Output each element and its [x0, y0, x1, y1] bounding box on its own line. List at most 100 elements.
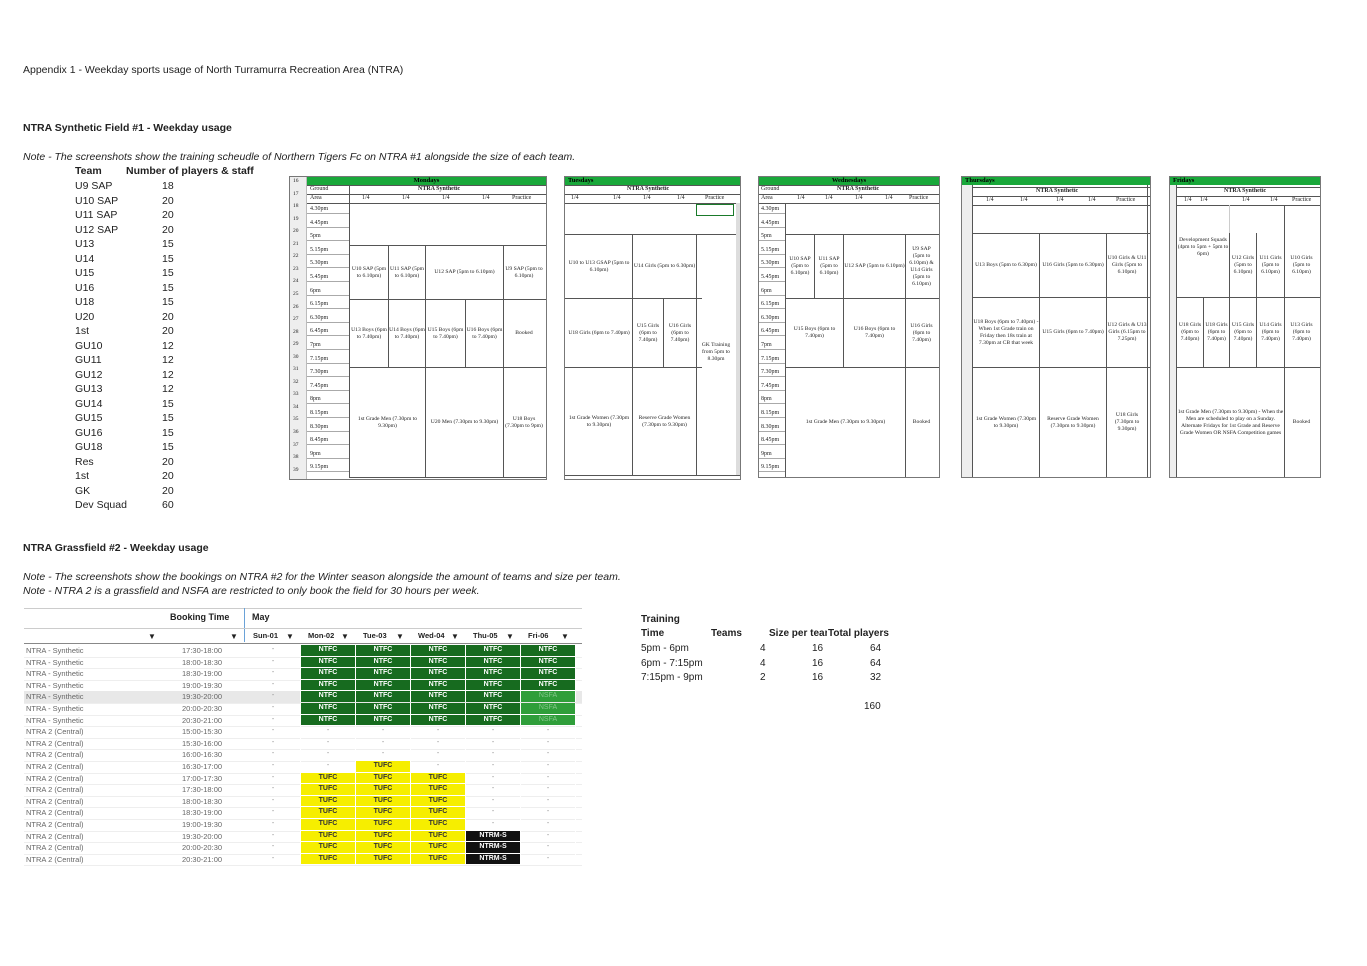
team-header: Team: [75, 165, 102, 177]
grid-line: [307, 457, 349, 459]
booking-cell: TUFC: [301, 795, 356, 807]
team-name: GK: [75, 484, 91, 497]
booking-cell: TUFC: [411, 853, 466, 865]
time-label: 5.45pm: [761, 274, 780, 280]
section1-note: Note - The screenshots show the training…: [23, 151, 576, 163]
time-label: 6.45pm: [761, 328, 780, 335]
time-label: 9pm: [761, 450, 772, 457]
venue-cell: NTRA - Synthetic: [26, 657, 84, 667]
booking-cell: -: [246, 842, 301, 853]
booking-cell: -: [411, 726, 466, 737]
booking-cell: U12 SAP (5pm to 6.10pm): [844, 263, 905, 269]
team-name: U15: [75, 267, 95, 279]
grid-line: [759, 281, 785, 282]
venue-cell: NTRA 2 (Central): [26, 831, 84, 841]
booking-cell: -: [246, 645, 301, 656]
booking-cell: U10 to U13 GSAP (5pm to 6.10pm): [568, 259, 630, 273]
booking-cell: NTFC: [356, 679, 411, 691]
quarter-label: 1/4: [986, 197, 994, 203]
row-number: 35: [293, 416, 299, 423]
booking-cell: -: [301, 726, 356, 737]
booking-cell: TUFC: [411, 784, 466, 795]
booking-cell: NTFC: [411, 645, 466, 656]
quarter-label: 1/4: [1200, 197, 1208, 203]
quarter-label: 1/4: [571, 195, 579, 201]
quarter-label: 1/4: [1056, 197, 1064, 203]
grid-line: [759, 213, 785, 214]
booking-cell: TUFC: [301, 842, 356, 853]
booking-cell: -: [521, 853, 576, 865]
booking-cell: NTFC: [356, 703, 411, 714]
team-count: 20: [162, 194, 174, 207]
filter-icon[interactable]: ▼: [286, 632, 294, 641]
time-cell: 18:30-19:00: [182, 669, 223, 679]
team-name: Res: [75, 455, 94, 468]
team-name: GU16: [75, 426, 103, 439]
time-label: 7.15pm: [761, 355, 780, 362]
filter-icon[interactable]: ▼: [396, 632, 404, 641]
time-label: 7.45pm: [761, 382, 780, 389]
grid-line: [307, 444, 349, 446]
time-cell: 20:30-21:00: [182, 854, 223, 864]
booking-cell: U9 SAP (5pm to 6.10pm) & U14 Girls (5pm …: [909, 245, 934, 287]
booking-cell: NTFC: [356, 714, 411, 726]
booking-cell: -: [246, 714, 301, 726]
team-count: 12: [162, 383, 174, 395]
booking-cell: 1st Grade Women (7.30pm to 9.30pm): [975, 415, 1037, 429]
row-number: 31: [293, 366, 299, 373]
booking-cell: NTFC: [411, 703, 466, 714]
team-name: Dev Squad: [75, 499, 127, 511]
tuesday-schedule-screenshot: Tuesdays NTRA Synthetic 1/4 1/4 1/4 1/4 …: [564, 176, 741, 480]
training-time: 6pm - 7:15pm: [641, 657, 703, 669]
filter-icon[interactable]: ▼: [561, 632, 569, 641]
booking-cell: -: [521, 749, 576, 760]
row-number-gutter: [290, 177, 307, 479]
team-count: 20: [162, 209, 174, 221]
filter-icon[interactable]: ▼: [148, 632, 156, 641]
team-name: U13: [75, 238, 95, 250]
field-label: NTRA Synthetic: [837, 186, 880, 192]
booking-cell: -: [246, 726, 301, 737]
time-label: 4.30pm: [310, 206, 329, 212]
time-label: 6.15pm: [761, 301, 780, 308]
venue-cell: NTRA 2 (Central): [26, 785, 84, 795]
field-label: NTRA Synthetic: [1224, 188, 1267, 194]
row-number: 27: [293, 316, 299, 323]
booking-cell: Development Squads (4pm to 5pm + 5pm to …: [1177, 236, 1229, 257]
time-cell: 17:30-18:00: [182, 785, 223, 795]
booking-cell: U10 Girls (5pm to 6.10pm): [1290, 254, 1313, 275]
time-cell: 17:30-18:00: [182, 646, 223, 655]
area-label: Area: [310, 195, 322, 201]
training-time: 5pm - 6pm: [641, 643, 689, 654]
quarter-label: 1/4: [885, 195, 893, 201]
filter-icon[interactable]: ▼: [341, 632, 349, 641]
booking-cell: U15 Girls (6pm to 7.40pm): [1231, 322, 1255, 342]
training-teams: 4: [760, 657, 766, 669]
grid-line: [759, 403, 785, 405]
team-name: 1st: [75, 325, 90, 337]
grid-line: [759, 376, 785, 378]
time-label: 9.15pm: [761, 464, 780, 471]
day-header: Thursdays: [962, 177, 1150, 185]
booking-cell: TUFC: [356, 784, 411, 795]
row-number: 36: [293, 429, 299, 435]
booking-cell: U12 Girls (5pm to 6.10pm): [1231, 254, 1255, 275]
booking-cell: -: [246, 737, 301, 749]
filter-icon[interactable]: ▼: [451, 632, 459, 641]
time-label: 5.30pm: [310, 260, 329, 267]
filter-icon[interactable]: ▼: [506, 632, 514, 641]
row-number: 33: [293, 391, 299, 398]
booking-cell: -: [521, 737, 576, 749]
row-number: 17: [293, 190, 299, 197]
training-col-teams: Teams: [711, 628, 742, 639]
training-size: 16: [812, 672, 824, 683]
team-count: 12: [162, 368, 174, 381]
team-count: 20: [162, 455, 174, 468]
filter-icon[interactable]: ▼: [230, 632, 238, 641]
booking-cell: 1st Grade Men (7.30pm to 9.30pm): [805, 419, 886, 425]
booking-cell: U15 Boys (6pm to 7.40pm): [793, 326, 836, 339]
booking-cell: NSFA: [521, 714, 576, 726]
